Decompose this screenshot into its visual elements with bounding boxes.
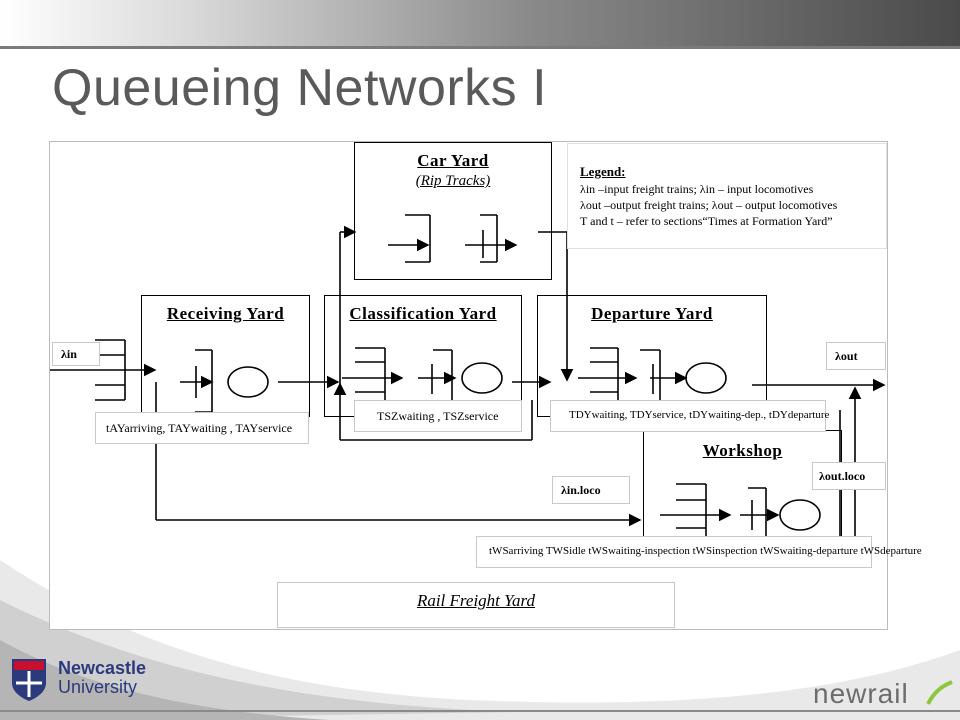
lambda-in-box: λin (52, 342, 100, 366)
lambda-in-loco-box: λin.loco (552, 476, 630, 504)
legend-title: Legend: (580, 164, 626, 179)
sz-times-label: TSZwaiting , TSZservice (377, 409, 499, 423)
workshop-title: Workshop (702, 441, 783, 460)
ay-times-box: tAYarriving, TAYwaiting , TAYservice (95, 412, 309, 444)
receiving-yard-box: Receiving Yard (141, 295, 310, 417)
ws-times-box: tWSarriving TWSidle tWSwaiting-inspectio… (476, 536, 922, 568)
lambda-out-label: λout (835, 349, 858, 363)
dy-times-box: TDYwaiting, TDYservice, tDYwaiting-dep.,… (550, 400, 830, 432)
lambda-in-loco-label: λin.loco (561, 483, 601, 497)
legend-line-3: T and t – refer to sections“Times at For… (580, 214, 833, 228)
receiving-yard-title: Receiving Yard (166, 304, 285, 323)
receiving-queue (95, 339, 126, 401)
top-banner (0, 0, 960, 46)
rail-freight-yard-box: Rail Freight Yard (277, 582, 675, 628)
classification-yard-box: Classification Yard (324, 295, 522, 417)
legend-line-2: λout –output freight trains; λout – outp… (580, 198, 838, 212)
ay-times-label: tAYarriving, TAYwaiting , TAYservice (106, 421, 293, 435)
classification-yard-title: Classification Yard (349, 304, 497, 323)
sz-times-box: TSZwaiting , TSZservice (354, 400, 522, 432)
newrail-accent-icon (926, 680, 953, 705)
dy-times-label: TDYwaiting, TDYservice, tDYwaiting-dep.,… (569, 409, 830, 421)
ws-times-label: tWSarriving TWSidle tWSwaiting-inspectio… (489, 545, 922, 557)
university-name-line-2: University (58, 677, 138, 697)
slide-title: Queueing Networks I (52, 59, 548, 117)
lambda-out-box: λout (826, 342, 886, 370)
lambda-out-loco-label: λout.loco (819, 469, 866, 483)
departure-yard-title: Departure Yard (591, 304, 713, 323)
newcastle-university-logo: Newcastle University (10, 655, 160, 705)
rail-freight-yard-title: Rail Freight Yard (416, 591, 536, 610)
newrail-logo-text: newrail (813, 678, 909, 709)
lambda-in-label: λin (61, 347, 77, 361)
car-yard-title: Car Yard (417, 151, 489, 170)
car-yard-subtitle: (Rip Tracks) (415, 173, 491, 189)
lambda-out-loco-box: λout.loco (812, 462, 886, 490)
legend-box: Legend: λin –input freight trains; λin –… (567, 143, 887, 249)
university-crest-icon (12, 659, 46, 701)
university-name-line-1: Newcastle (58, 658, 147, 678)
top-banner-rule (0, 46, 960, 49)
departure-yard-box: Departure Yard (537, 295, 767, 417)
car-yard-box: Car Yard (Rip Tracks) (354, 142, 552, 280)
legend-line-1: λin –input freight trains; λin – input l… (580, 182, 814, 196)
